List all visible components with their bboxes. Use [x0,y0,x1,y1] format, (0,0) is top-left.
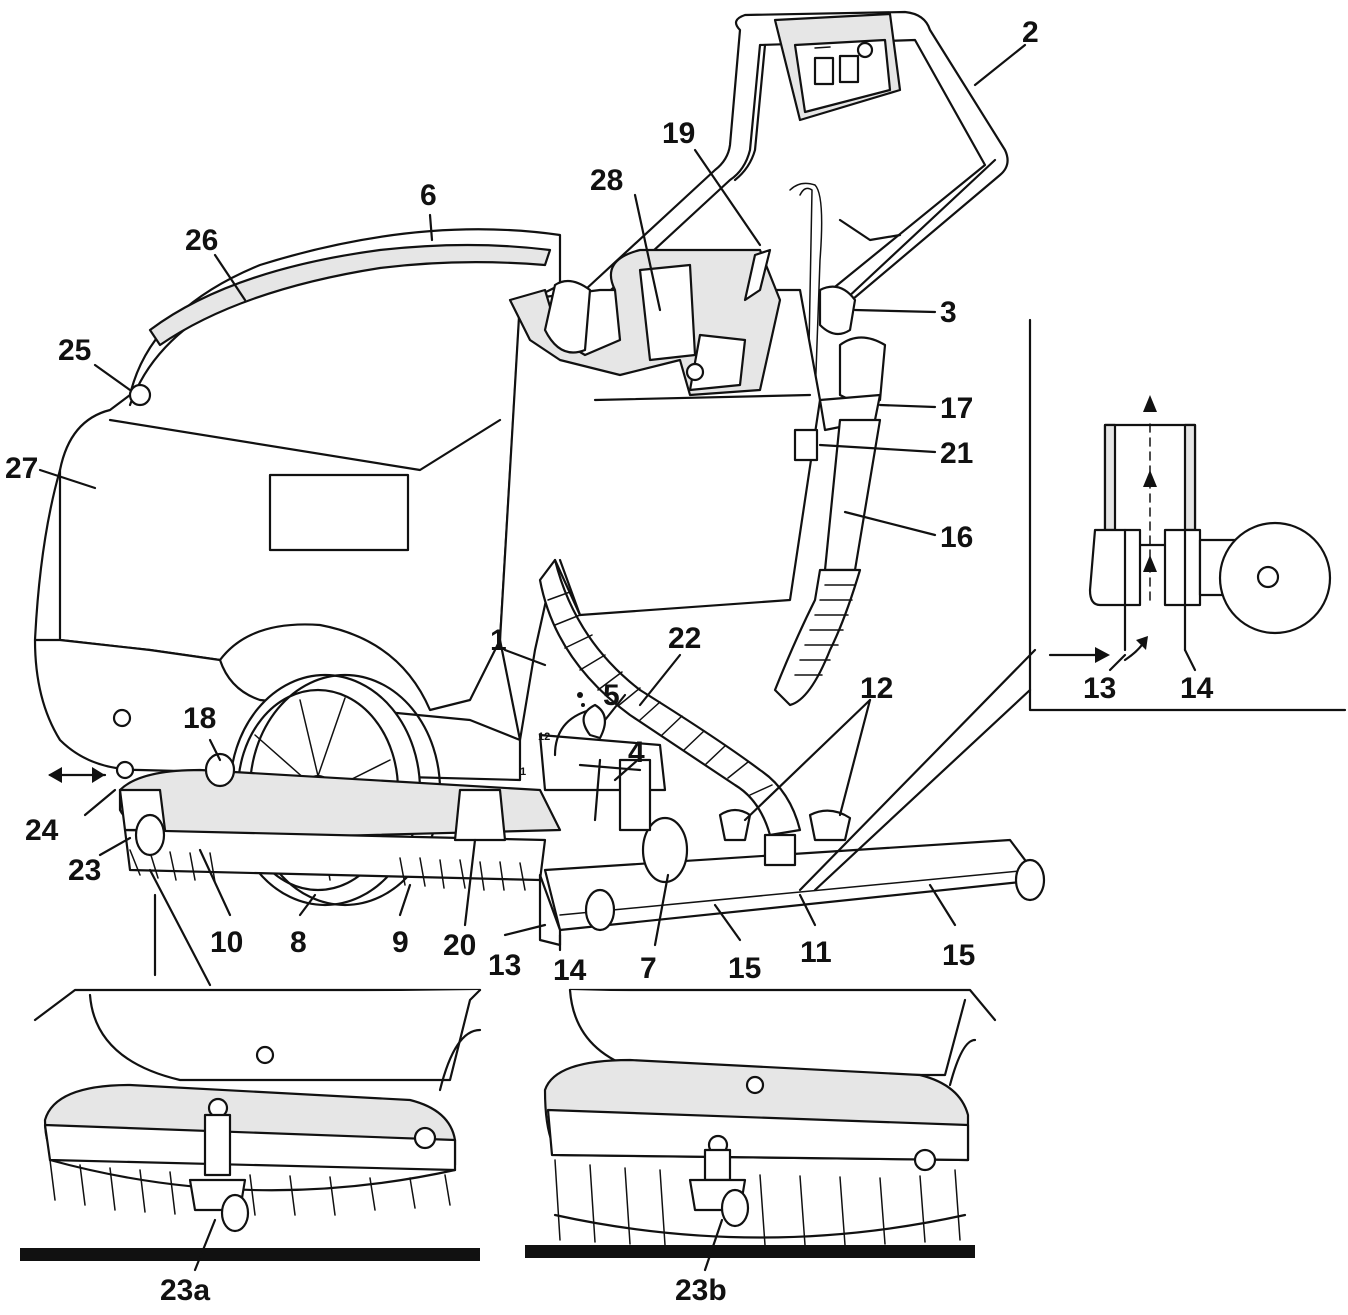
dial-high-label: 12 [538,731,550,743]
inset-callout-14: 14 [1180,672,1214,705]
control-panel [773,12,902,122]
callout-4: 4 [628,736,645,769]
callout-17: 17 [940,392,973,425]
squeegee [538,733,1046,947]
callout-12: 12 [860,672,893,705]
callout-20: 20 [443,929,476,962]
callout-1: 1 [490,624,507,657]
callout-labels: 1 2 3 4 5 6 7 8 9 10 11 12 13 14 15 15 1… [5,16,1214,1307]
callout-15b: 15 [942,939,975,972]
callout-23a: 23a [160,1274,210,1307]
callout-26: 26 [185,224,218,257]
scrub-deck [48,752,562,891]
callout-13: 13 [488,949,521,982]
callout-5: 5 [603,679,620,712]
floor-line-23a [20,1248,480,1261]
callout-23: 23 [68,854,101,887]
caster-detail-23b [525,988,997,1272]
handle [583,10,1009,401]
callout-24: 24 [25,814,59,847]
callout-11: 11 [800,936,832,969]
drain-hose [773,418,882,707]
callout-21: 21 [940,437,973,470]
top-mechanics [508,248,887,462]
callout-19: 19 [662,117,695,150]
callout-3: 3 [940,296,957,329]
water-dial: 12 1 [520,692,607,778]
callout-15a: 15 [728,952,761,985]
dial-low-label: 1 [520,766,526,778]
callout-7: 7 [640,952,657,985]
callout-9: 9 [392,926,409,959]
callout-27: 27 [5,452,38,485]
callout-2: 2 [1022,16,1039,49]
callout-18: 18 [183,702,216,735]
callout-22: 22 [668,622,701,655]
callout-25: 25 [58,334,91,367]
callout-16: 16 [940,521,973,554]
squeegee-detail-inset [1028,318,1347,712]
callout-10: 10 [210,926,243,959]
inset-callout-13: 13 [1083,672,1116,705]
callout-8: 8 [290,926,307,959]
callout-23b: 23b [675,1274,727,1307]
caster-detail-23a [20,868,482,1272]
leader-lines [38,43,1037,952]
floor-line-23b [525,1245,975,1258]
callout-14: 14 [553,954,587,987]
callout-6: 6 [420,179,437,212]
callout-28: 28 [590,164,623,197]
machine-drawing: 12 1 [33,10,1046,952]
